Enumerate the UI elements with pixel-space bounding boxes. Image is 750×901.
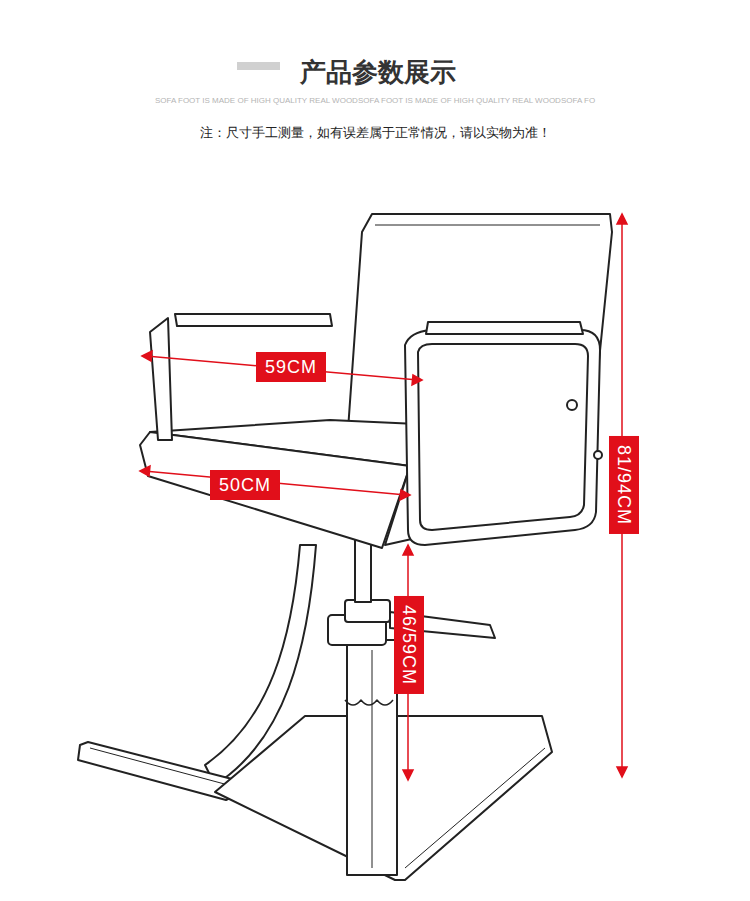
page-title: 产品参数展示: [300, 55, 456, 90]
note-text: 注：尺寸手工测量，如有误差属于正常情况，请以实物为准！: [200, 124, 551, 142]
dimension-label: 81/94CM: [609, 436, 639, 534]
dimension-lines: [140, 214, 627, 780]
dimension-label: 59CM: [256, 352, 326, 382]
title-bar: [237, 62, 280, 70]
watermark: SOFA FOOT IS MADE OF HIGH QUALITY REAL W…: [155, 96, 595, 105]
dimension-label: 50CM: [210, 470, 280, 500]
dimension-label: 46/59CM: [394, 596, 424, 694]
chair-drawing: [78, 214, 612, 880]
